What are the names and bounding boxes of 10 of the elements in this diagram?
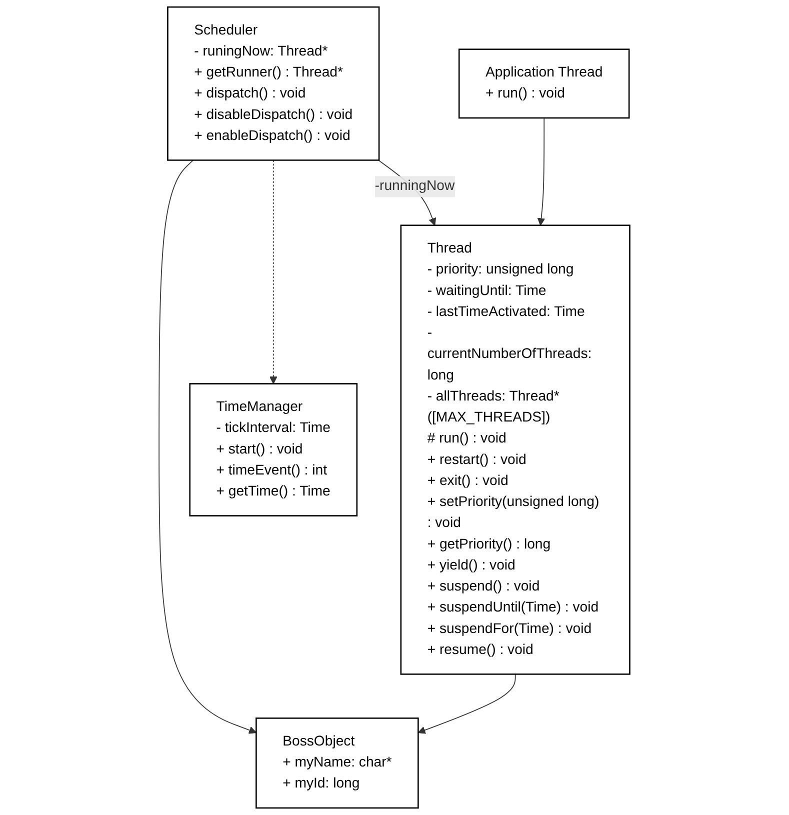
node-box: Scheduler - runingNow: Thread* + getRunner() : Thread* + dispatch() : void + disableDispatch() : void + enableDispatch() : void: [167, 6, 380, 161]
arrow: [537, 118, 546, 226]
edge-label: -runningNow: [374, 178, 455, 194]
node-box: TimeManager - tickInterval: Time + start() : void + timeEvent() : int + getTime() : Time: [189, 383, 358, 516]
arrow: [158, 160, 257, 734]
node-box: BossObject + myName: char* + myId: long: [256, 718, 419, 809]
arrow: [270, 160, 278, 384]
node-box: Application Thread + run() : void: [458, 48, 630, 119]
arrow: [418, 674, 516, 734]
node-box: Thread - priority: unsigned long - waitingUntil: Time - lastTimeActivated: Time - currentNumberOfThreads: long - allThreads: Thread* ([MAX_THREADS]) # run() : void + restart() : void + exit() : void + setPriority(unsigned long) : void + getPriority() : long + yield() : void + suspend() : void + suspendUntil(Time) : void + suspendFor(Time) : void + resume() : void: [400, 224, 630, 675]
